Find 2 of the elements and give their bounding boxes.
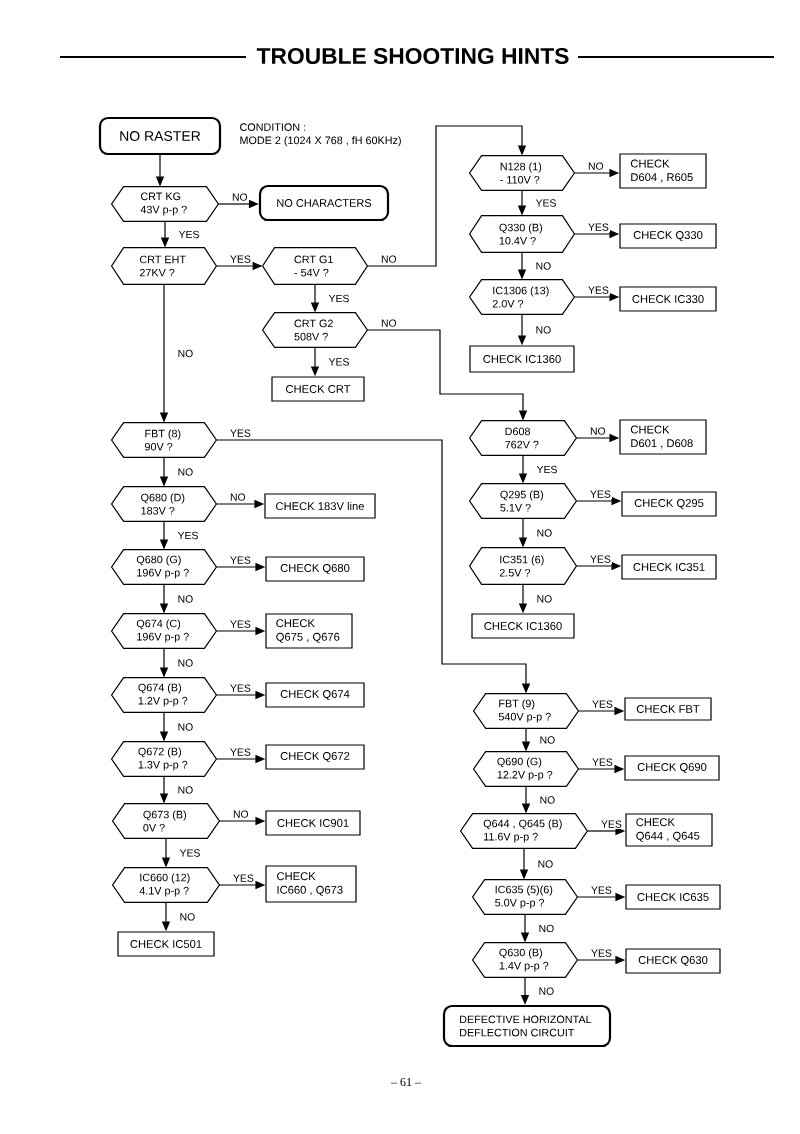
title: TROUBLE SHOOTING HINTS bbox=[256, 47, 569, 65]
arrow bbox=[366, 125, 527, 267]
